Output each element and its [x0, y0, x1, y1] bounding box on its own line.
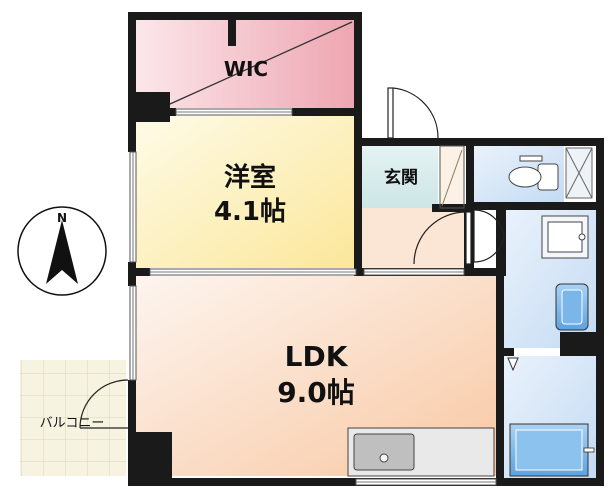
doors [79, 87, 505, 429]
north-arrow-icon [46, 220, 78, 284]
wic-label: WIC [224, 57, 268, 81]
compass-north-label: N [57, 211, 67, 225]
washing-machine-space [555, 283, 589, 331]
western-room-name: 洋室 [224, 162, 276, 193]
compass: N [17, 206, 107, 296]
toilet-fixture [508, 155, 559, 191]
entrance-floor [362, 208, 470, 268]
balcony-area [20, 360, 126, 476]
marker-triangle [507, 357, 519, 372]
wic-rail [169, 21, 353, 105]
western-room-area [136, 116, 354, 268]
shoe-closet-mark [441, 149, 463, 207]
storage-cross [565, 147, 593, 199]
kitchen-counter [347, 427, 495, 477]
western-room-size: 4.1帖 [214, 197, 286, 227]
entrance-label: 玄関 [384, 167, 418, 188]
window-sashes [132, 111, 496, 483]
wic-area [136, 20, 354, 108]
ldk-size: 9.0帖 [277, 376, 355, 409]
entrance-area [362, 146, 438, 208]
washbasin [541, 215, 589, 259]
bathtub [509, 423, 595, 477]
balcony-label: バルコニー [40, 416, 105, 431]
ldk-name: LDK [285, 340, 349, 373]
